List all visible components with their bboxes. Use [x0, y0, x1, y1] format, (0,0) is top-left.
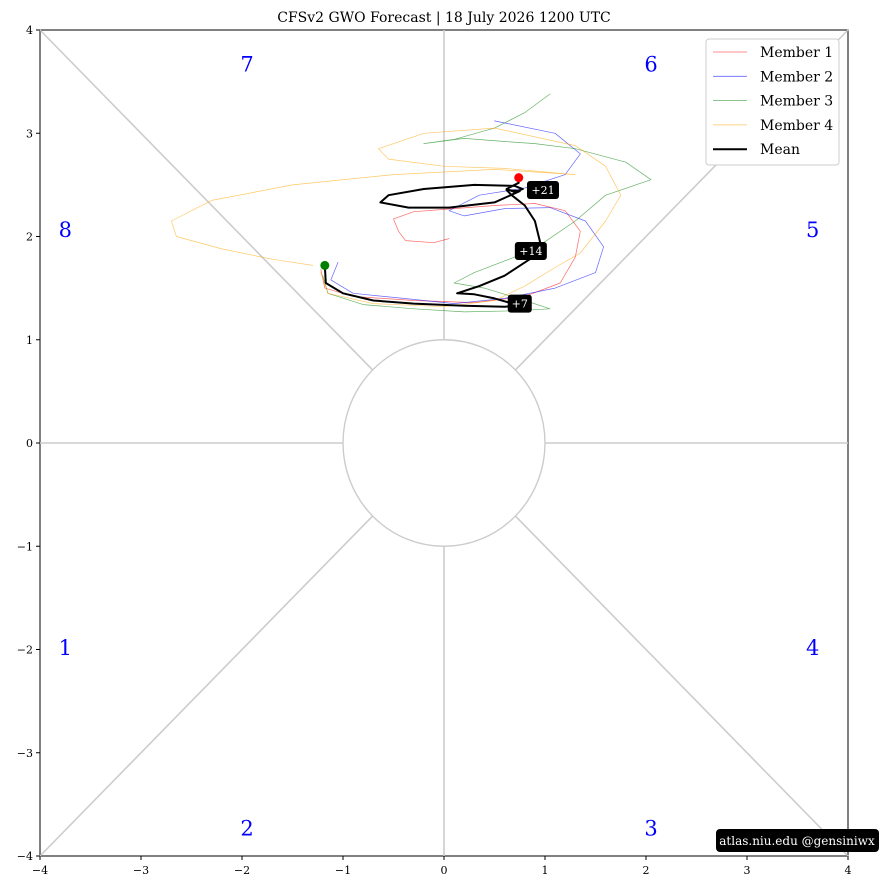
legend-label: Member 3 [760, 94, 833, 110]
guide-line [39, 515, 374, 857]
phase-label-3: 3 [644, 817, 657, 841]
x-tick-label: 3 [744, 864, 751, 877]
guide-line [514, 515, 849, 857]
y-tick-label: 3 [26, 127, 33, 140]
legend-box [705, 38, 840, 166]
x-tick-label: −3 [133, 864, 149, 877]
phase-label-6: 6 [644, 53, 657, 77]
phase-label-1: 1 [59, 636, 72, 660]
day-label-text: +21 [531, 184, 554, 197]
phase-label-2: 2 [240, 817, 253, 841]
day-label-text: +7 [512, 298, 528, 311]
legend-label: Mean [760, 142, 800, 158]
series-member-3 [322, 93, 652, 313]
series-member-1 [320, 203, 581, 303]
day-label-plus21: +21 [526, 181, 559, 200]
day-label-plus7: +7 [507, 294, 532, 313]
start-marker [320, 260, 330, 270]
phase-label-5: 5 [806, 218, 819, 242]
unit-circle [342, 339, 546, 547]
y-tick-label: −4 [17, 850, 33, 863]
y-tick-label: 2 [26, 231, 33, 244]
y-tick-label: −1 [17, 540, 33, 553]
y-tick-label: −3 [17, 747, 33, 760]
day-label-text: +14 [519, 245, 542, 258]
y-tick-label: −2 [17, 644, 33, 657]
x-tick-label: −1 [335, 864, 351, 877]
phase-label-8: 8 [59, 218, 72, 242]
legend-label: Member 1 [760, 45, 833, 61]
day-label-box [514, 241, 547, 260]
legend-label: Member 4 [760, 118, 833, 134]
chart-title: CFSv2 GWO Forecast | 18 July 2026 1200 U… [277, 10, 611, 26]
series-member-4 [170, 127, 622, 308]
legend: Member 1 Member 2 Member 3 Member 4 Mean [705, 38, 840, 166]
y-tick-label: 0 [26, 437, 33, 450]
phase-label-4: 4 [806, 636, 819, 660]
credit-text: atlas.niu.edu @gensiniwx [719, 834, 875, 848]
phase-labels: 1 2 3 4 5 6 7 8 [59, 53, 820, 841]
day-label-box [507, 294, 532, 313]
axis-ticks: −4 −3 −2 −1 0 1 2 3 4 −4 −3 −2 −1 0 1 2 3 4 [17, 24, 852, 877]
y-tick-label: 1 [26, 334, 33, 347]
x-tick-label: −4 [32, 864, 48, 877]
credit-badge: atlas.niu.edu @gensiniwx [716, 829, 879, 852]
day-label-plus14: +14 [514, 241, 547, 260]
y-tick-label: 4 [26, 24, 33, 37]
day-label-box [526, 181, 559, 200]
legend-label: Member 2 [760, 69, 833, 85]
x-tick-label: 0 [441, 864, 448, 877]
credit-box [716, 829, 879, 852]
x-tick-label: 1 [542, 864, 549, 877]
series-lines [170, 93, 652, 313]
x-tick-label: −2 [234, 864, 250, 877]
series-mean [323, 176, 541, 308]
day-labels: +7 +14 +21 [507, 181, 559, 313]
guide-line [39, 29, 374, 371]
markers [320, 173, 524, 270]
end-marker [514, 173, 524, 183]
phase-label-7: 7 [240, 53, 253, 77]
x-tick-label: 4 [845, 864, 852, 877]
series-member-2 [330, 120, 604, 304]
x-tick-label: 2 [643, 864, 650, 877]
